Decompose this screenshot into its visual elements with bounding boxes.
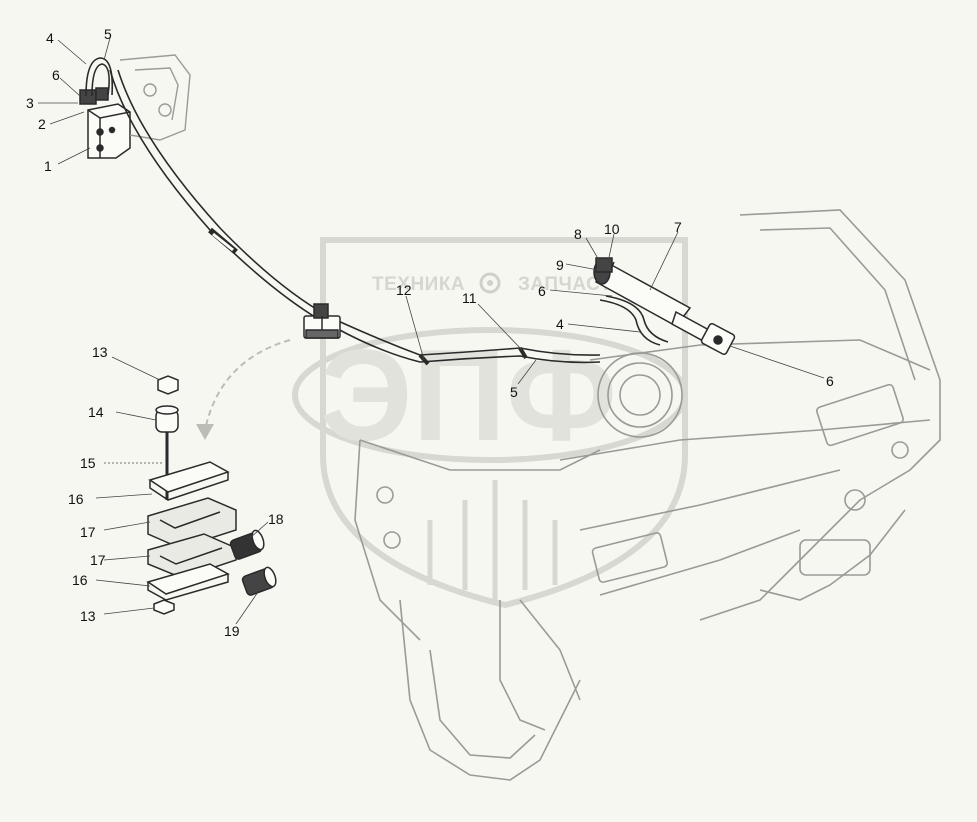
nut-top	[157, 375, 179, 395]
callout-11: 11	[462, 290, 477, 306]
callout-14: 14	[88, 404, 104, 420]
callout-17-top: 17	[80, 524, 96, 540]
sleeve-18	[229, 529, 265, 560]
exploded-mount	[146, 375, 277, 615]
callout-8: 8	[574, 226, 582, 242]
callout-3: 3	[26, 95, 34, 111]
callout-15: 15	[80, 455, 96, 471]
tractor-frame	[354, 209, 941, 781]
callout-12: 12	[396, 282, 412, 298]
watermark-logo-letters: ЭПФ	[320, 322, 617, 468]
watermark-shield-outline	[320, 237, 688, 609]
callout-2: 2	[38, 116, 46, 132]
hose-clamp	[303, 303, 341, 339]
callouts: 1 2 3 6 4 5 8 10 7 9 6 12 11 4 5 6 13 14…	[26, 26, 834, 639]
nut-bottom	[153, 599, 175, 615]
hydraulic-cylinder	[593, 257, 736, 355]
callout-6-frame: 6	[826, 373, 834, 389]
callout-16-top: 16	[68, 491, 84, 507]
callout-17-bottom: 17	[90, 552, 106, 568]
clamp-block-top	[147, 497, 237, 549]
callout-19: 19	[224, 623, 240, 639]
watermark-oval	[292, 327, 688, 463]
callout-13-top: 13	[92, 344, 108, 360]
callout-1: 1	[44, 158, 52, 174]
hydraulic-distributor	[119, 54, 191, 141]
callout-13-bottom: 13	[80, 608, 96, 624]
callout-10: 10	[604, 221, 620, 237]
callout-4: 4	[46, 30, 54, 46]
hose-assembly	[85, 57, 669, 366]
callout-5: 5	[104, 26, 112, 42]
arrow-head-icon	[196, 424, 214, 440]
leader-lines	[38, 37, 825, 625]
callout-5-hose: 5	[510, 384, 518, 400]
watermark-wheat-icon	[427, 480, 558, 600]
callout-4-hose: 4	[556, 316, 564, 332]
watermark-company-left: ТЕХНИКА	[372, 274, 465, 295]
detail-arrow	[204, 339, 291, 431]
callout-6-cylinder: 6	[538, 283, 546, 299]
valve-block	[79, 87, 131, 159]
callout-6: 6	[52, 67, 60, 83]
gear-icon	[479, 272, 501, 294]
callout-18: 18	[268, 511, 284, 527]
callout-9: 9	[556, 257, 564, 273]
watermark: ТЕХНИКА ЗАПЧАСТИ ЭПФ	[292, 237, 688, 609]
sleeve-19	[241, 566, 277, 596]
plate-top	[148, 461, 230, 493]
callout-16-bottom: 16	[72, 572, 88, 588]
callout-7: 7	[674, 219, 682, 235]
